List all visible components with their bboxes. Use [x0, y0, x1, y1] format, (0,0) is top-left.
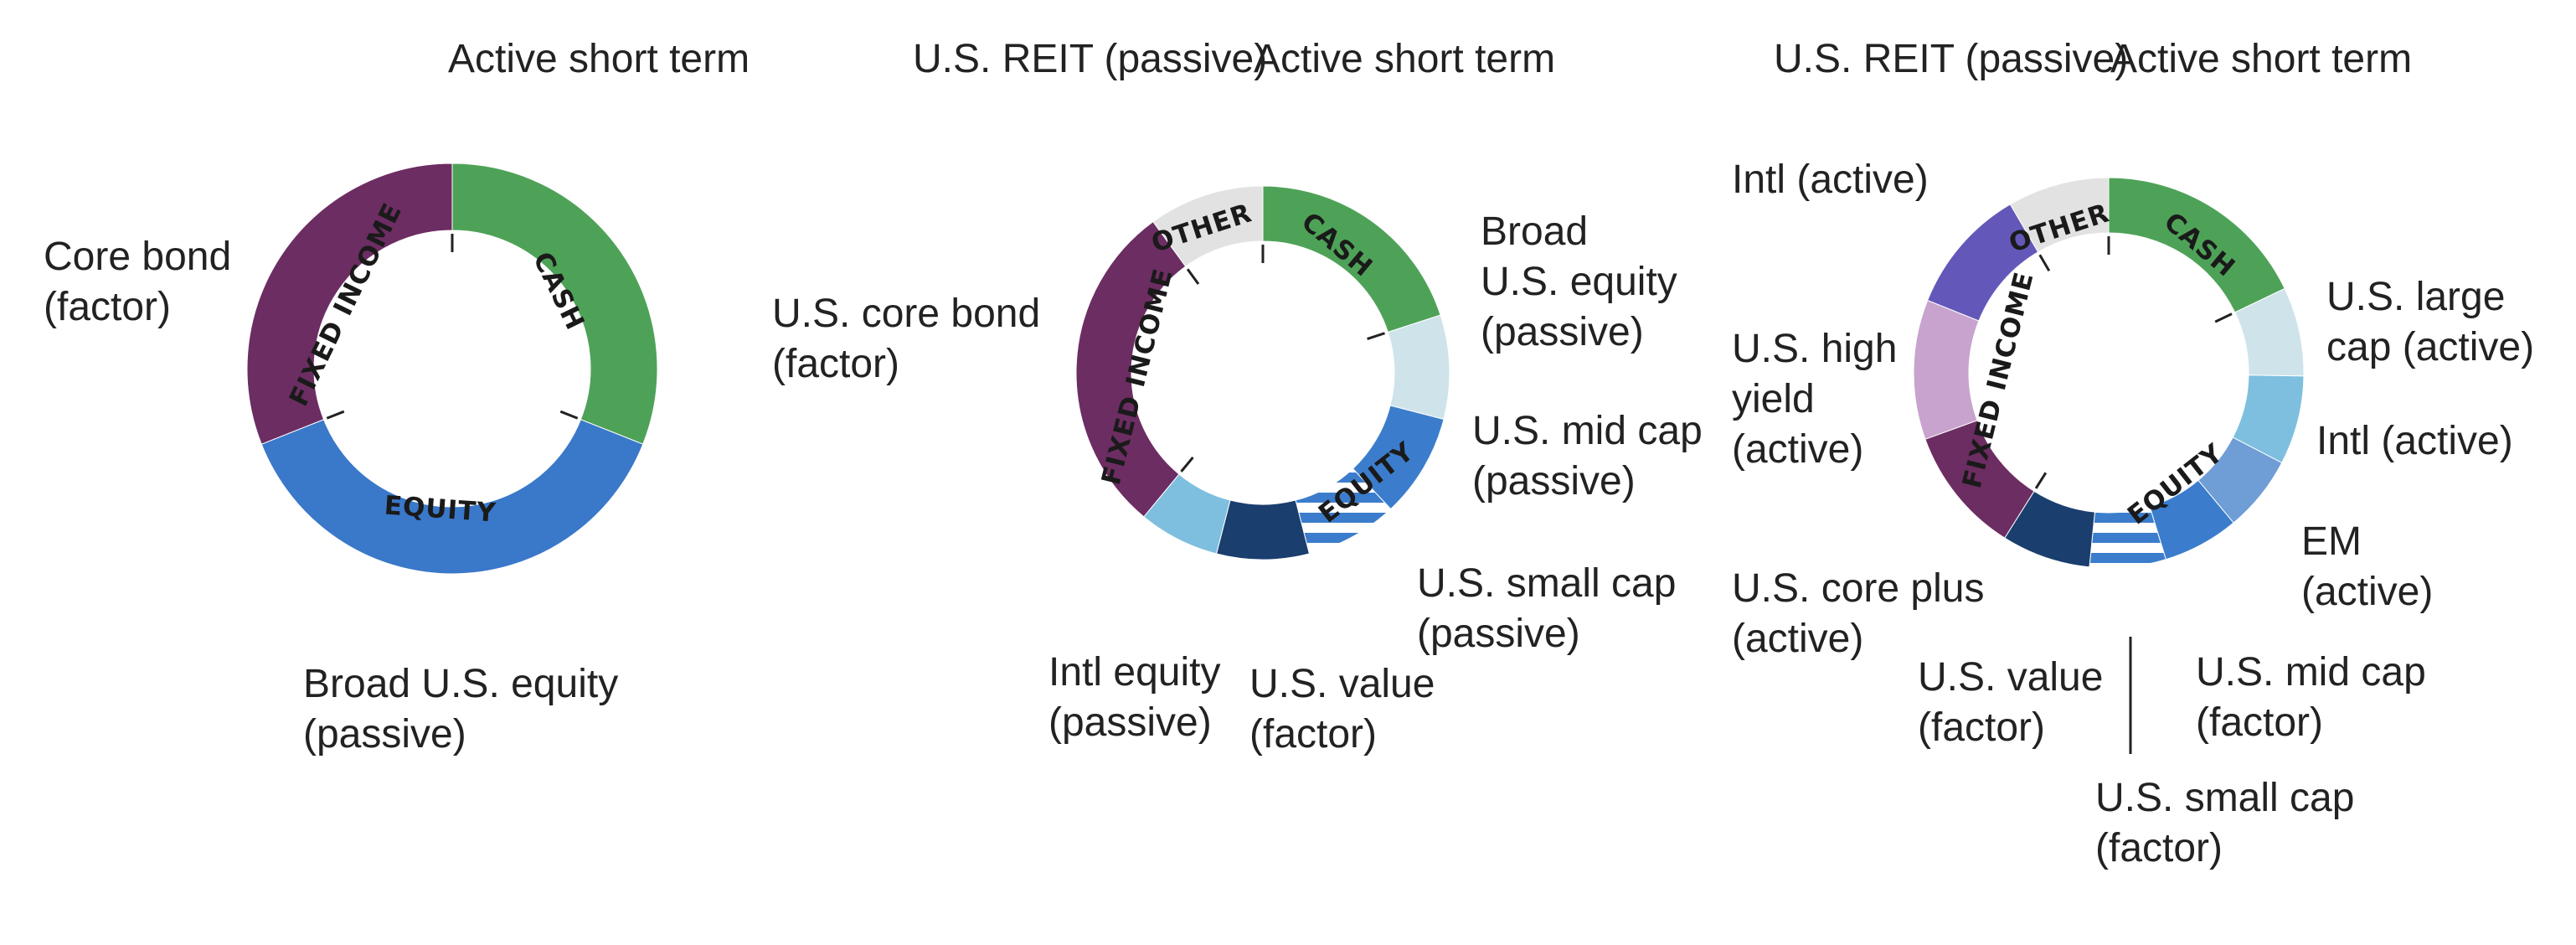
label-active-short-term: Active short term: [2110, 37, 2412, 81]
label-us-value-line1: U.S. value: [1918, 655, 2103, 700]
label-us-core-bond-line2: (factor): [772, 342, 899, 386]
slice-active-short-term: [451, 163, 658, 445]
category-divider-tick: [1180, 456, 1194, 472]
label-us-mid-cap-line2: (passive): [1472, 459, 1636, 503]
label-us-value-line2: (factor): [1249, 712, 1377, 757]
label-intl-equity-line1: Intl equity: [1048, 650, 1220, 695]
label-broad-line1: Broad: [1481, 209, 1588, 254]
label-us-reit: U.S. REIT (passive): [1774, 37, 2128, 81]
slice-u-s-reit-passive: [2009, 177, 2110, 253]
label-broad-line2: U.S. equity: [1481, 260, 1677, 304]
category-divider-tick: [2034, 472, 2048, 489]
slice-broad-u-s-equity-passive: [260, 419, 644, 575]
category-divider-tick: [1186, 268, 1200, 285]
label-us-high-yield-line2: yield: [1732, 377, 1815, 421]
label-active-short-term: Active short term: [1254, 37, 1555, 81]
label-us-core-plus-line2: (active): [1732, 617, 1863, 661]
donut-chart-1: [246, 163, 658, 575]
label-broad-us-equity-line2: (passive): [303, 712, 466, 757]
category-divider-tick: [2038, 254, 2051, 272]
label-active-short-term: Active short term: [448, 37, 750, 81]
label-em-line2: (active): [2301, 570, 2433, 614]
label-us-reit: U.S. REIT (passive): [913, 37, 1267, 81]
label-us-value-line2: (factor): [1918, 705, 2045, 750]
label-us-high-yield-line1: U.S. high: [1732, 327, 1897, 371]
slice-core-bond-factor: [246, 163, 453, 445]
label-us-small-cap-line2: (factor): [2095, 826, 2223, 870]
label-us-mid-cap-line1: U.S. mid cap: [2196, 650, 2426, 695]
label-core-bond-line2: (factor): [44, 285, 171, 329]
donut-chart-2: [1075, 185, 1450, 560]
slice-u-s-core-bond-factor: [1075, 220, 1187, 518]
category-divider-tick: [326, 410, 345, 420]
label-us-core-plus-line1: U.S. core plus: [1732, 566, 1984, 611]
label-intl-equity: Intl (active): [2316, 419, 2513, 463]
label-broad-line3: (passive): [1481, 310, 1644, 354]
label-intl-fixed-income: Intl (active): [1732, 158, 1929, 202]
slice-u-s-reit-passive: [1152, 185, 1264, 267]
label-us-value-line1: U.S. value: [1249, 662, 1435, 706]
label-intl-equity-line2: (passive): [1048, 700, 1212, 745]
category-divider-tick: [2214, 312, 2233, 323]
label-us-mid-cap-line1: U.S. mid cap: [1472, 409, 1703, 453]
donut-chart-3: [1913, 177, 2305, 569]
chart2-labels: U.S. REIT (passive) Active short term Br…: [772, 37, 1703, 757]
label-us-small-cap-line1: U.S. small cap: [2095, 776, 2354, 820]
label-us-large-cap-line1: U.S. large: [2326, 275, 2505, 319]
label-us-small-cap-line2: (passive): [1417, 612, 1580, 656]
category-divider-tick: [1367, 332, 1385, 340]
label-us-high-yield-line3: (active): [1732, 427, 1863, 472]
slice-broad-u-s-equity-passive: [1387, 314, 1450, 421]
label-em-line1: EM: [2301, 519, 2362, 564]
label-core-bond-line1: Core bond: [44, 235, 231, 279]
label-broad-us-equity-line1: Broad U.S. equity: [303, 662, 618, 706]
category-divider-tick: [559, 410, 579, 420]
label-us-core-bond-line1: U.S. core bond: [772, 292, 1040, 336]
chart3-labels: U.S. REIT (passive) Active short term In…: [1732, 37, 2534, 870]
label-us-large-cap-line2: cap (active): [2326, 325, 2534, 369]
slice-u-s-high-yield-active: [1913, 299, 1980, 440]
label-us-small-cap-line1: U.S. small cap: [1417, 561, 1676, 606]
slice-u-s-value-factor: [1215, 499, 1311, 560]
label-us-mid-cap-line2: (factor): [2196, 700, 2323, 745]
